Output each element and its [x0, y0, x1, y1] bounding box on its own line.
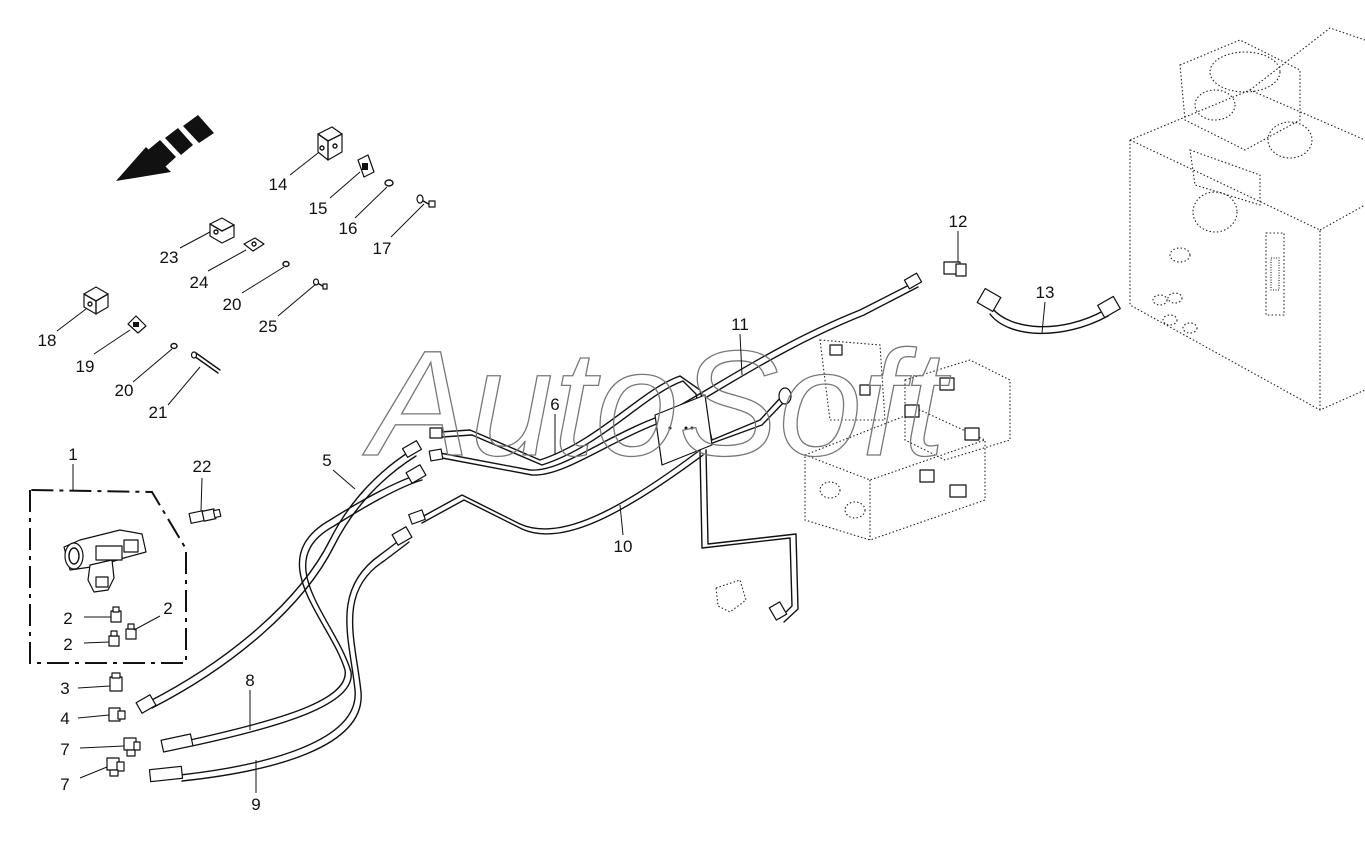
washer-20b: [170, 342, 178, 350]
callout-13: 13: [1036, 283, 1055, 302]
sensor-22: [188, 508, 222, 524]
fitting-12: [943, 261, 967, 277]
valve-body: [63, 529, 147, 593]
callouts: 1 2 2 2 3 4 5 6 7 7 8 9 10 11 12 13 14 1…: [38, 175, 1055, 814]
callout-2: 2: [63, 635, 72, 654]
callout-24: 24: [190, 273, 209, 292]
fitting-2b: [108, 630, 120, 647]
fittings-lower-left: [106, 672, 141, 777]
callout-9: 9: [251, 795, 260, 814]
callout-2: 2: [163, 599, 172, 618]
callout-11: 11: [731, 315, 749, 334]
plate-19: [127, 315, 147, 334]
callout-12: 12: [949, 212, 968, 231]
tubes: [408, 272, 923, 623]
plate-24: [243, 237, 265, 252]
callout-4: 4: [60, 709, 69, 728]
washer-20a: [282, 260, 290, 268]
callout-20: 20: [223, 295, 242, 314]
bolt-17: [416, 194, 436, 208]
callout-3: 3: [60, 679, 69, 698]
watermark: AutoSoft: [362, 319, 951, 487]
direction-arrow-icon: [116, 115, 214, 181]
callout-8: 8: [245, 671, 254, 690]
fitting-7b: [106, 757, 125, 777]
callout-10: 10: [614, 537, 633, 556]
bolt-21: [190, 351, 221, 374]
fitting-7a: [123, 737, 141, 757]
washer-16: [384, 179, 394, 187]
callout-5: 5: [322, 451, 331, 470]
leader-lines: [56, 152, 1046, 793]
callout-7: 7: [60, 740, 69, 759]
callout-7: 7: [60, 775, 69, 794]
fitting-2a: [110, 606, 122, 623]
clamp-23: [209, 217, 235, 244]
callout-6: 6: [550, 395, 559, 414]
hoses: [135, 440, 427, 783]
callout-1: 1: [68, 445, 77, 464]
callout-22: 22: [193, 457, 212, 476]
callout-20: 20: [115, 381, 134, 400]
hydraulic-tank: [1129, 27, 1365, 411]
bolt-25: [312, 278, 328, 290]
plate-15: [357, 154, 375, 178]
callout-21: 21: [149, 403, 168, 422]
callout-18: 18: [38, 331, 57, 350]
callout-25: 25: [259, 317, 278, 336]
callout-2: 2: [63, 609, 72, 628]
fitting-4: [108, 707, 126, 722]
hose-13: [976, 287, 1121, 335]
fitting-2c: [125, 623, 137, 640]
clamp-18: [83, 286, 109, 315]
callout-15: 15: [309, 199, 328, 218]
callout-17: 17: [373, 239, 392, 258]
group-1-box: [29, 489, 187, 664]
loose-parts: [83, 126, 436, 374]
callout-23: 23: [160, 248, 179, 267]
fitting-3: [109, 672, 123, 692]
clamp-block-14: [317, 126, 343, 161]
valve-block: [804, 339, 1011, 541]
callout-16: 16: [339, 219, 358, 238]
callout-14: 14: [269, 175, 288, 194]
callout-19: 19: [76, 357, 95, 376]
